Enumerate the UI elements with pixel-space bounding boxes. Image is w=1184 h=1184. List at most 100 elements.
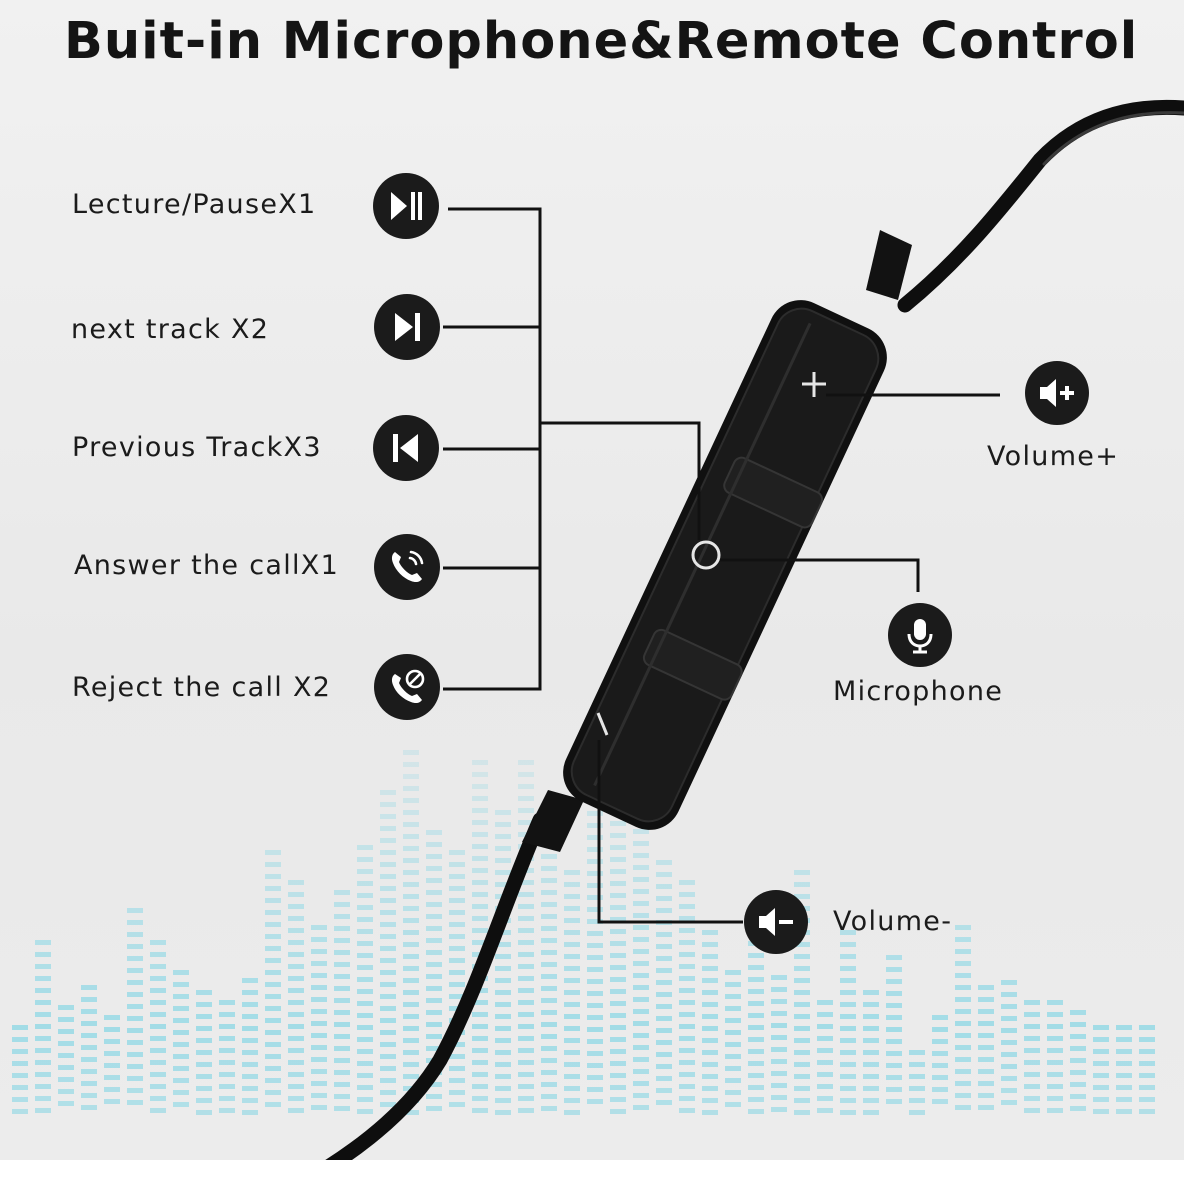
equalizer-segment — [518, 1084, 534, 1089]
equalizer-segment — [472, 760, 488, 765]
equalizer-segment — [679, 1072, 695, 1077]
equalizer-segment — [633, 985, 649, 990]
equalizer-segment — [288, 880, 304, 885]
equalizer-segment — [978, 985, 994, 990]
equalizer-segment — [196, 1110, 212, 1115]
equalizer-segment — [702, 942, 718, 947]
equalizer-segment — [380, 838, 396, 843]
equalizer-segment — [541, 902, 557, 907]
equalizer-segment — [81, 1045, 97, 1050]
equalizer-segment — [35, 952, 51, 957]
equalizer-segment — [702, 1074, 718, 1079]
equalizer-segment — [1139, 1109, 1155, 1114]
equalizer-segment — [771, 1095, 787, 1100]
equalizer-segment — [725, 994, 741, 999]
equalizer-segment — [794, 1062, 810, 1067]
equalizer-segment — [472, 892, 488, 897]
equalizer-segment — [955, 1093, 971, 1098]
equalizer-segment — [150, 1048, 166, 1053]
equalizer-segment — [380, 1066, 396, 1071]
equalizer-segment — [472, 844, 488, 849]
equalizer-segment — [403, 1038, 419, 1043]
equalizer-segment — [426, 1094, 442, 1099]
equalizer-segment — [311, 1033, 327, 1038]
equalizer-segment — [541, 878, 557, 883]
equalizer-segment — [150, 964, 166, 969]
equalizer-segment — [12, 1097, 28, 1102]
equalizer-segment — [403, 966, 419, 971]
equalizer-segment — [357, 953, 373, 958]
equalizer-segment — [564, 978, 580, 983]
equalizer-segment — [518, 964, 534, 969]
equalizer-segment — [633, 973, 649, 978]
equalizer-segment — [794, 1098, 810, 1103]
equalizer-segment — [449, 958, 465, 963]
equalizer-segment — [633, 961, 649, 966]
equalizer-segment — [426, 1106, 442, 1111]
equalizer-segment — [748, 989, 764, 994]
equalizer-segment — [863, 1098, 879, 1103]
equalizer-segment — [403, 870, 419, 875]
equalizer-segment — [587, 871, 603, 876]
equalizer-segment — [771, 1023, 787, 1028]
equalizer-segment — [955, 1069, 971, 1074]
equalizer-segment — [403, 798, 419, 803]
equalizer-segment — [1116, 1049, 1132, 1054]
equalizer-segment — [173, 1006, 189, 1011]
equalizer-segment — [150, 1060, 166, 1065]
equalizer-segment — [794, 942, 810, 947]
equalizer-segment — [518, 1048, 534, 1053]
equalizer-segment — [127, 968, 143, 973]
microphone-icon — [888, 603, 952, 667]
equalizer-segment — [656, 896, 672, 901]
equalizer-segment — [242, 1074, 258, 1079]
equalizer-segment — [771, 987, 787, 992]
equalizer-segment — [725, 1030, 741, 1035]
equalizer-segment — [449, 994, 465, 999]
equalizer-segment — [817, 1072, 833, 1077]
equalizer-segment — [357, 1001, 373, 1006]
equalizer-segment — [1116, 1061, 1132, 1066]
equalizer-segment — [679, 940, 695, 945]
equalizer-segment — [12, 1025, 28, 1030]
equalizer-segment — [794, 990, 810, 995]
microphone-label: Microphone — [833, 676, 1004, 707]
equalizer-segment — [656, 1016, 672, 1021]
equalizer-segment — [748, 1001, 764, 1006]
equalizer-segment — [564, 1038, 580, 1043]
equalizer-segment — [886, 955, 902, 960]
equalizer-segment — [173, 1054, 189, 1059]
equalizer-segment — [357, 965, 373, 970]
equalizer-segment — [587, 1003, 603, 1008]
equalizer-segment — [380, 1030, 396, 1035]
equalizer-segment — [541, 1022, 557, 1027]
equalizer-segment — [334, 974, 350, 979]
equalizer-segment — [357, 845, 373, 850]
equalizer-segment — [840, 1110, 856, 1115]
equalizer-segment — [840, 1038, 856, 1043]
equalizer-segment — [380, 790, 396, 795]
equalizer-segment — [1070, 1094, 1086, 1099]
equalizer-segment — [633, 877, 649, 882]
equalizer-segment — [219, 1060, 235, 1065]
equalizer-segment — [863, 1014, 879, 1019]
equalizer-segment — [403, 858, 419, 863]
equalizer-segment — [426, 986, 442, 991]
equalizer-segment — [472, 928, 488, 933]
equalizer-segment — [771, 1107, 787, 1112]
cable-strain-reliefs — [522, 230, 912, 852]
earphone-cable — [292, 99, 1184, 1184]
equalizer-segment — [541, 974, 557, 979]
equalizer-segment — [1001, 1028, 1017, 1033]
equalizer-segment — [495, 1050, 511, 1055]
equalizer-segment — [311, 961, 327, 966]
equalizer-segment — [242, 1098, 258, 1103]
equalizer-segment — [219, 1036, 235, 1041]
equalizer-segment — [380, 934, 396, 939]
equalizer-segment — [518, 1024, 534, 1029]
equalizer-segment — [794, 1026, 810, 1031]
equalizer-segment — [518, 916, 534, 921]
equalizer-segment — [380, 814, 396, 819]
equalizer-segment — [127, 1088, 143, 1093]
equalizer-segment — [1093, 1109, 1109, 1114]
